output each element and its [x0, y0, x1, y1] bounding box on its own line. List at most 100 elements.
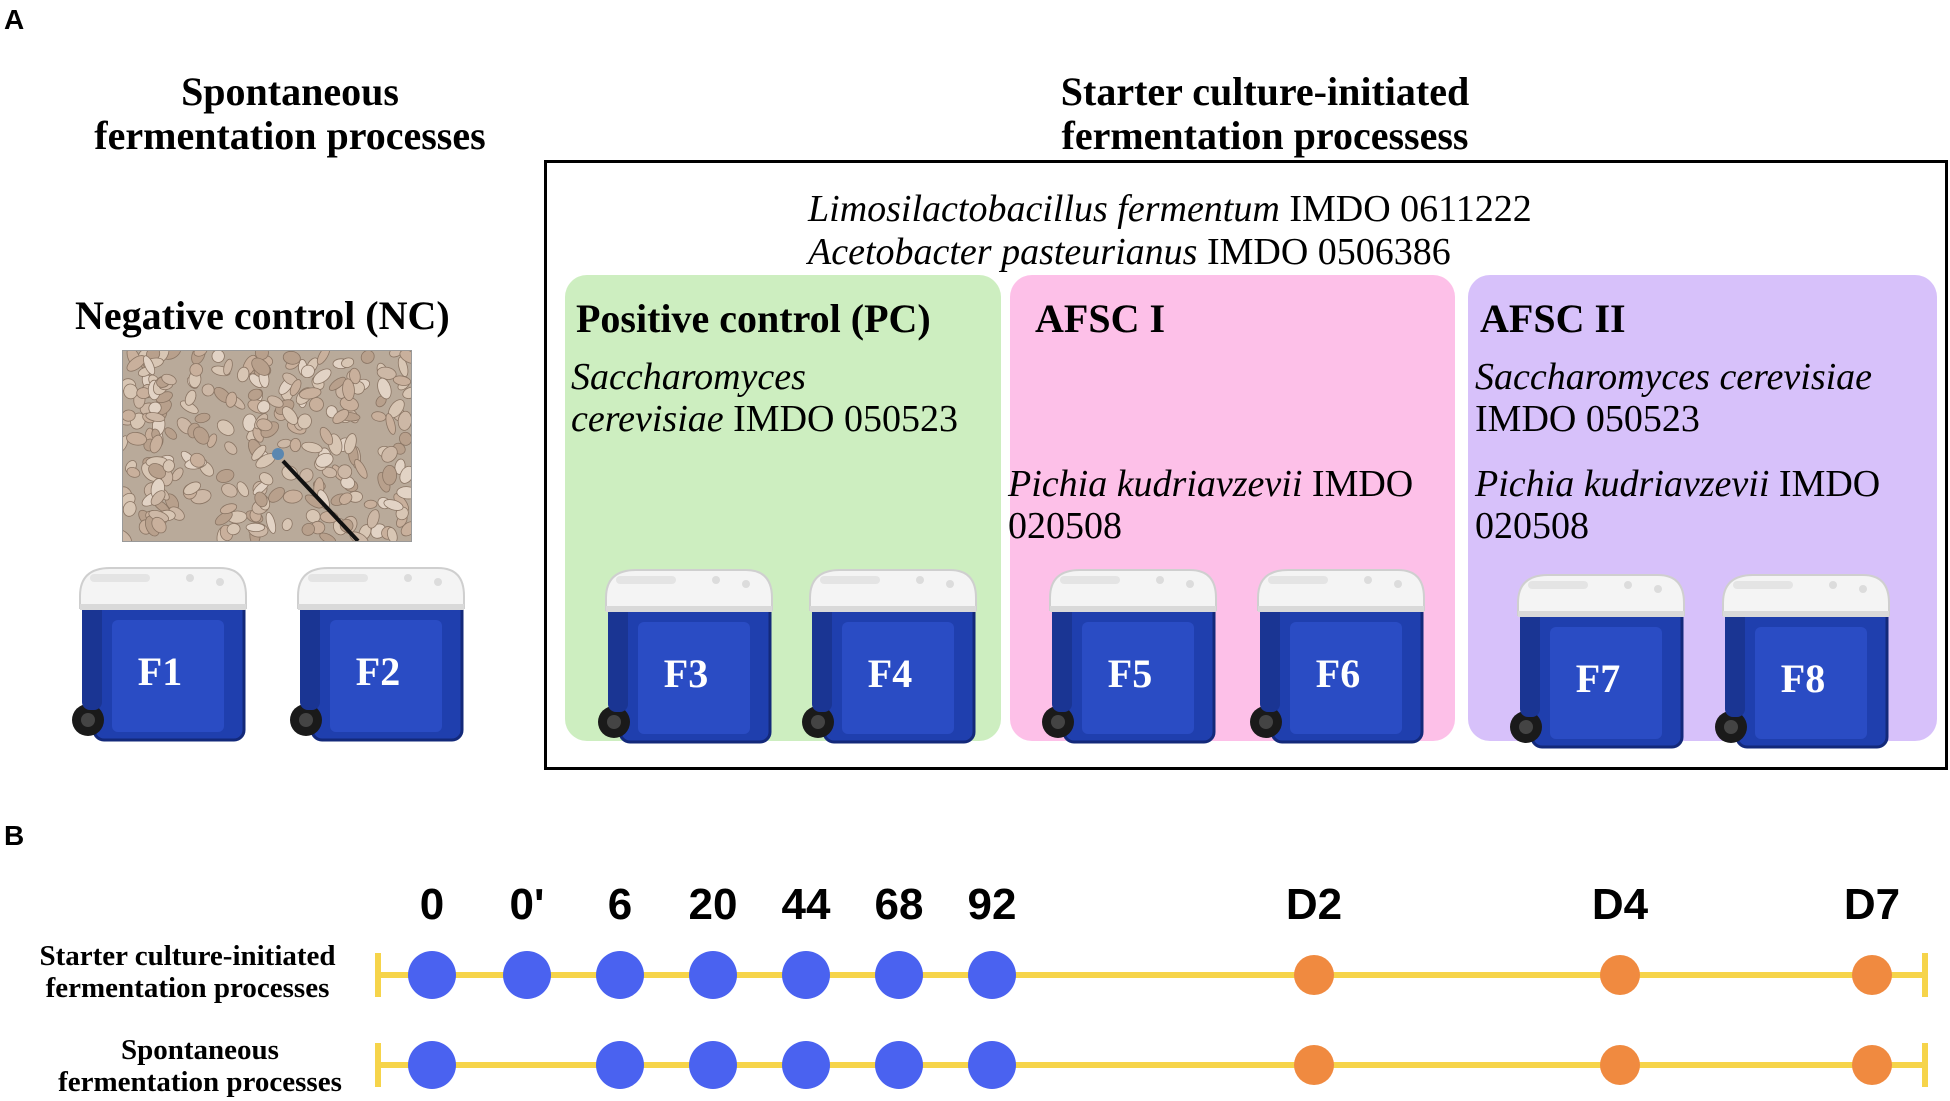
timepoint-marker	[1852, 955, 1892, 995]
cocoa-bean	[377, 377, 392, 400]
cocoa-bean	[300, 364, 315, 379]
cocoa-bean	[193, 351, 208, 357]
cocoa-bean	[265, 512, 277, 534]
afsc1-strain-code-a: IMDO	[1302, 463, 1414, 505]
cocoa-bean	[247, 388, 263, 401]
cooler-f8-label: F8	[1780, 656, 1826, 701]
cooler-f6: F6	[1248, 562, 1428, 747]
cocoa-bean	[164, 427, 178, 440]
cocoa-bean	[251, 357, 271, 376]
cocoa-bean	[219, 503, 238, 515]
cocoa-bean	[319, 426, 334, 446]
row-label-spontaneous-line2: fermentation processes	[58, 1066, 342, 1098]
timepoint-label: 68	[874, 880, 924, 929]
cooler-f5-label: F5	[1107, 651, 1153, 696]
timepoint-marker	[1600, 1045, 1640, 1085]
afsc2-strain-1: Saccharomyces cerevisiae IMDO 050523	[1475, 356, 1872, 440]
timepoint-marker	[408, 951, 456, 999]
cooler-f1-label: F1	[137, 649, 183, 694]
cocoa-bean	[289, 379, 302, 397]
cocoa-bean	[237, 366, 250, 383]
cocoa-bean	[143, 355, 156, 376]
cocoa-bean	[183, 481, 201, 496]
cocoa-bean	[223, 358, 233, 376]
timepoint-label: D4	[1591, 880, 1649, 929]
cocoa-bean	[151, 516, 167, 534]
cocoa-bean	[399, 351, 411, 364]
cocoa-bean	[189, 452, 206, 468]
cocoa-bean	[282, 489, 303, 504]
afsc2-strain1-species: Saccharomyces cerevisiae	[1475, 356, 1873, 398]
timepoint-label: 0	[419, 880, 445, 929]
shared-strain-1: Limosilactobacillus fermentum IMDO 06112…	[808, 188, 1532, 230]
cocoa-bean	[126, 467, 141, 478]
panel-b-label: B	[4, 820, 25, 851]
timepoint-marker	[968, 951, 1016, 999]
timepoint-marker	[782, 951, 830, 999]
cooler-f3-label: F3	[663, 651, 709, 696]
cocoa-bean	[189, 363, 203, 377]
cocoa-bean	[301, 522, 315, 536]
cooler-f2-label: F2	[355, 649, 401, 694]
cocoa-bean	[123, 501, 137, 517]
cocoa-bean	[342, 378, 355, 401]
timepoint-label: 20	[688, 880, 738, 929]
cooler-f1: F1	[70, 560, 250, 745]
cocoa-bean	[344, 433, 357, 455]
cocoa-bean	[193, 426, 210, 445]
cocoa-bean	[363, 499, 378, 509]
cocoa-bean	[221, 483, 238, 498]
cocoa-bean	[397, 410, 411, 431]
timeline	[375, 951, 1928, 1089]
cocoa-bean	[360, 351, 375, 364]
cocoa-bean	[386, 527, 398, 541]
cocoa-bean	[194, 412, 211, 424]
cocoa-bean	[339, 492, 353, 505]
afsc1-title: AFSC I	[1035, 296, 1166, 341]
shared-strain-2-code: IMDO 0506386	[1197, 231, 1451, 273]
cooler-icon	[1715, 574, 1890, 749]
pc-strain-line2-code: IMDO 050523	[723, 398, 958, 440]
cocoa-bean	[201, 383, 215, 397]
cocoa-bean	[257, 400, 271, 414]
cocoa-bean	[402, 386, 411, 399]
spontaneous-heading-line2: fermentation processes	[94, 113, 486, 158]
cocoa-bean	[399, 431, 411, 446]
cocoa-bean	[123, 435, 129, 452]
cooler-f6-label: F6	[1315, 651, 1361, 696]
pc-strain-line2-species: cerevisiae	[571, 398, 724, 440]
cocoa-bean	[382, 465, 398, 486]
afsc2-strain-2: Pichia kudriavzevii IMDO 020508	[1475, 463, 1880, 547]
cocoa-bean	[216, 469, 235, 483]
cocoa-bean	[224, 441, 238, 455]
afsc2-strain2-code-b: 020508	[1475, 505, 1589, 547]
cocoa-bean	[392, 375, 411, 386]
cooler-f4-label: F4	[867, 651, 913, 696]
cocoa-bean	[349, 367, 361, 385]
cooler-icon	[290, 567, 465, 742]
cocoa-bean	[161, 373, 177, 386]
cocoa-bean	[123, 529, 132, 541]
timepoint-marker	[1294, 1045, 1334, 1085]
cocoa-bean	[319, 532, 337, 541]
cocoa-bean	[289, 438, 302, 452]
cocoa-bean	[281, 406, 299, 425]
cocoa-bean	[256, 418, 273, 432]
shared-strain-1-species: Limosilactobacillus fermentum	[808, 188, 1280, 230]
afsc1-strain-code-b: 020508	[1008, 505, 1122, 547]
shared-strain-2-species: Acetobacter pasteurianus	[808, 231, 1198, 273]
timepoint-marker	[689, 951, 737, 999]
starter-heading: Starter culture-initiated fermentation p…	[965, 70, 1565, 158]
cooler-icon	[802, 569, 977, 744]
afsc2-strain2-species: Pichia kudriavzevii	[1475, 463, 1770, 505]
cocoa-bean	[282, 351, 301, 365]
cocoa-bean	[385, 413, 396, 435]
row-label-spontaneous: Spontaneous fermentation processes	[20, 1034, 380, 1098]
shared-strain-1-code: IMDO 0611222	[1279, 188, 1532, 230]
timepoint-marker	[968, 1041, 1016, 1089]
timepoint-marker	[1294, 955, 1334, 995]
timepoint-label: 44	[781, 880, 831, 929]
cooler-f3: F3	[596, 562, 776, 747]
cocoa-bean	[383, 499, 404, 511]
cocoa-bean	[354, 459, 368, 479]
